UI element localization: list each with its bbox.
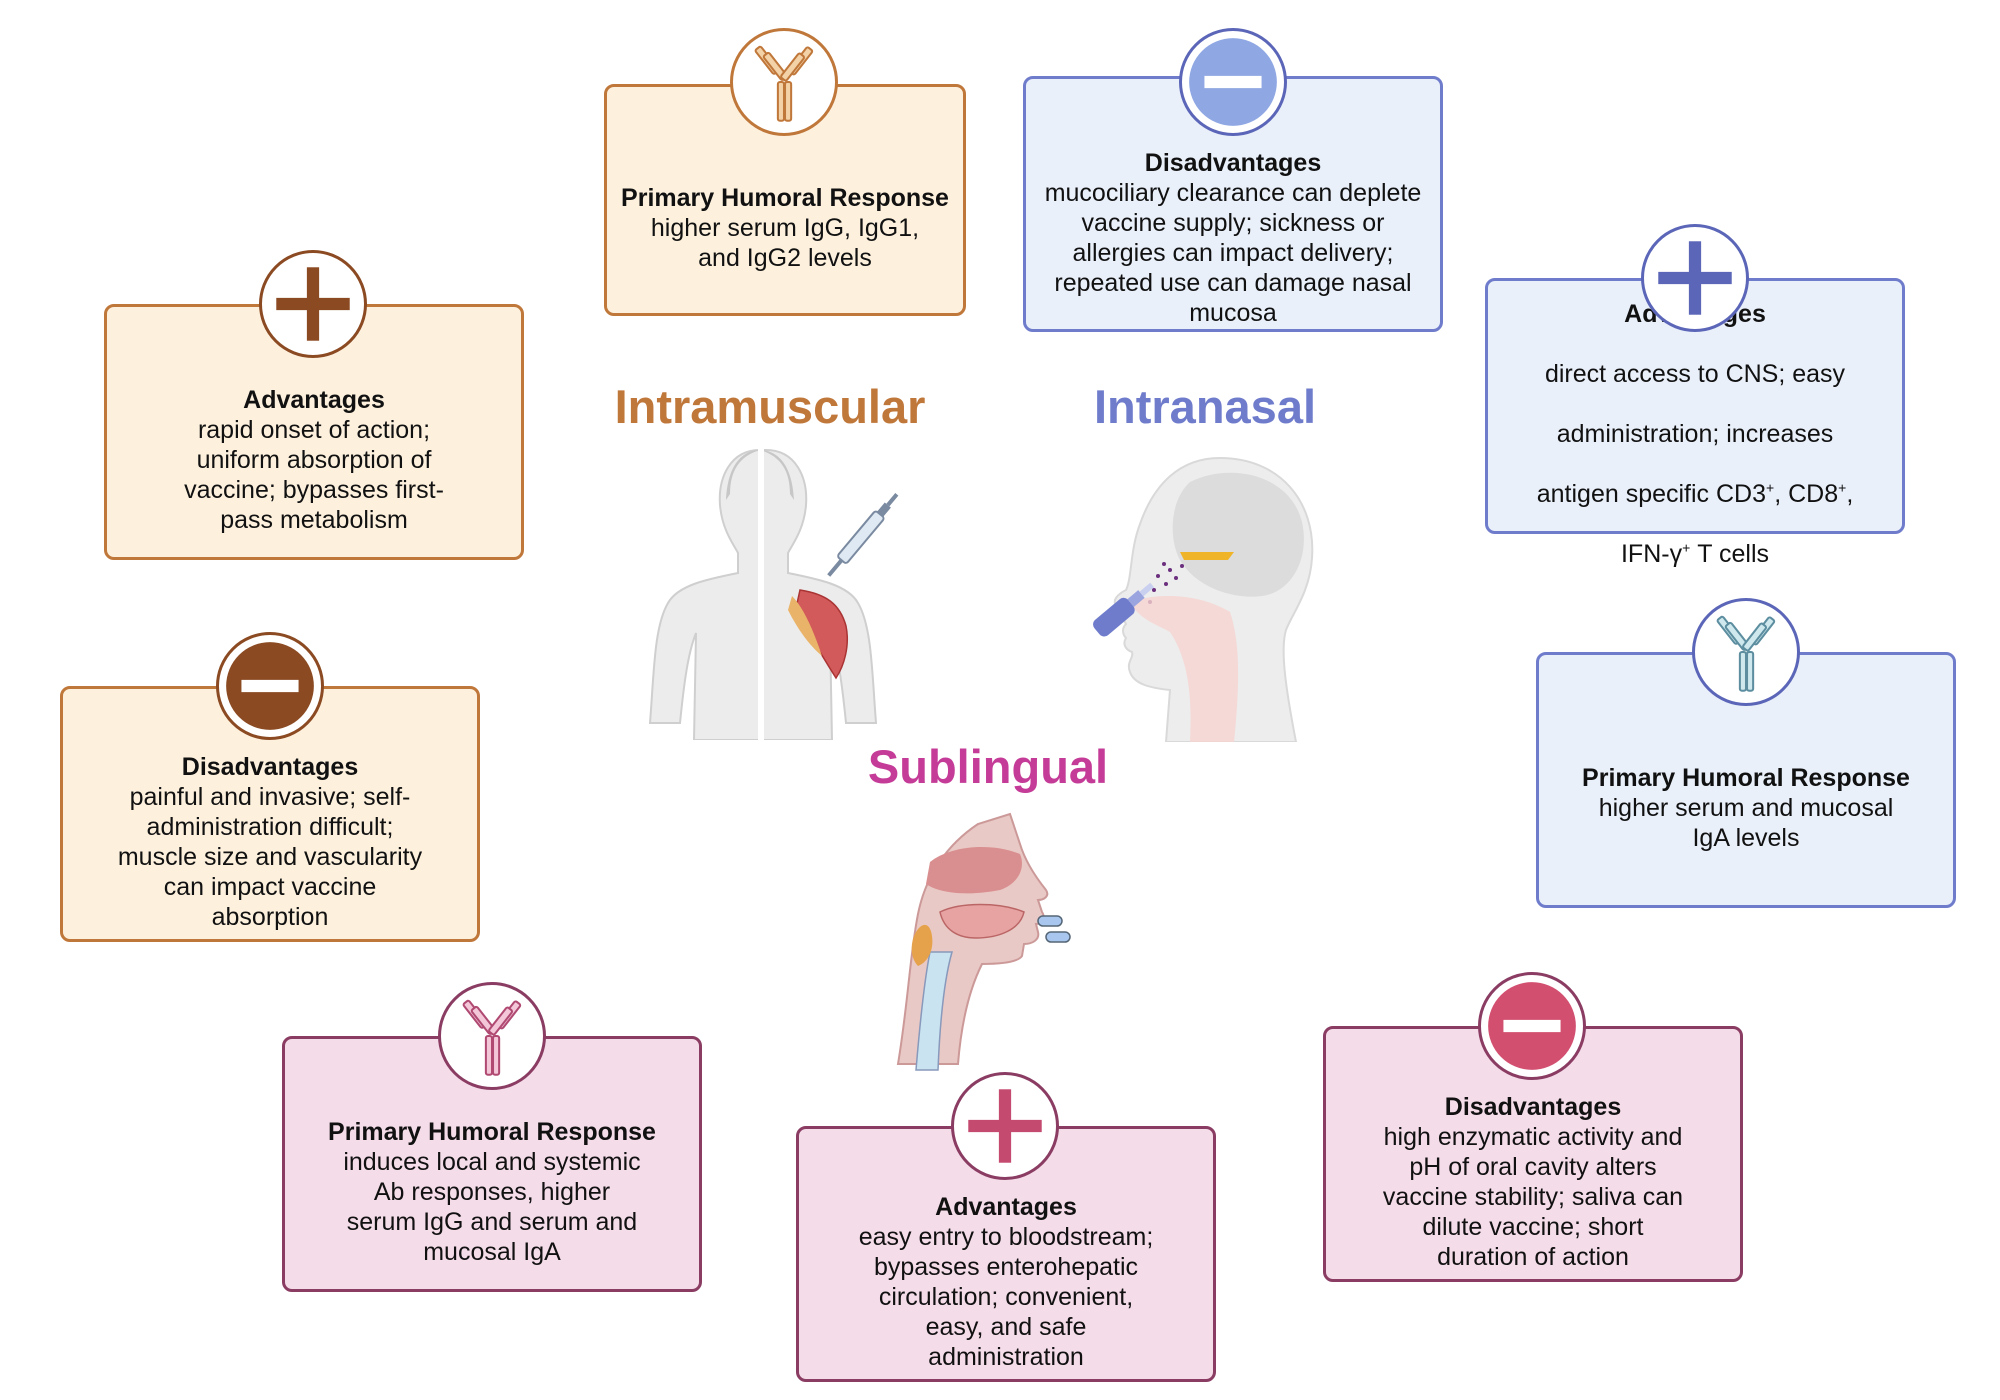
sl-advantages-text: easy entry to bloodstream; bypasses ente… — [858, 1223, 1154, 1371]
minus-icon — [1179, 28, 1287, 136]
plus-icon — [951, 1072, 1059, 1180]
im-advantages-title: Advantages — [243, 386, 385, 414]
intramuscular-body-illustration — [630, 440, 910, 741]
im-humoral-text: higher serum IgG, IgG1, and IgG2 levels — [650, 214, 920, 272]
plus-icon — [1641, 224, 1749, 332]
in-adv-sup3: + — [1682, 539, 1691, 556]
in-disadvantages-card: Disadvantages mucociliary clearance can … — [1023, 76, 1443, 332]
im-disadvantages-title: Disadvantages — [181, 753, 359, 781]
in-disadvantages-text: mucociliary clearance can deplete vaccin… — [1044, 179, 1422, 327]
minus-icon — [1478, 972, 1586, 1080]
in-adv-line3a: antigen specific CD3 — [1536, 480, 1767, 508]
in-adv-line1: direct access to CNS; easy — [1544, 360, 1846, 388]
in-adv-line2: administration; increases — [1556, 420, 1834, 448]
in-adv-line3b: , CD8 — [1774, 480, 1839, 508]
sl-disadvantages-text: high enzymatic activity and pH of oral c… — [1382, 1123, 1684, 1271]
in-advantages-text: direct access to CNS; easy administratio… — [1537, 329, 1854, 569]
route-title-sublingual: Sublingual — [867, 740, 1109, 793]
sl-disadvantages-title: Disadvantages — [1444, 1093, 1622, 1121]
sl-advantages-title: Advantages — [935, 1193, 1077, 1221]
in-adv-line4b: T cells — [1690, 540, 1770, 568]
in-adv-line4a: IFN-γ — [1620, 540, 1683, 568]
sl-humoral-text: induces local and systemic Ab responses,… — [343, 1148, 641, 1266]
sl-disadvantages-card: Disadvantages high enzymatic activity an… — [1323, 1026, 1743, 1282]
antibody-icon — [1692, 598, 1800, 706]
antibody-icon — [438, 982, 546, 1090]
intranasal-head-illustration — [1070, 452, 1330, 743]
route-title-intranasal: Intranasal — [1093, 380, 1317, 433]
im-humoral-title: Primary Humoral Response — [621, 184, 949, 212]
in-humoral-text: higher serum and mucosal IgA levels — [1598, 794, 1894, 852]
sublingual-mouth-illustration — [860, 812, 1090, 1072]
route-title-intramuscular: Intramuscular — [614, 380, 926, 433]
in-adv-sup2: + — [1838, 479, 1847, 496]
in-adv-sup1: + — [1766, 479, 1775, 496]
antibody-icon — [730, 28, 838, 136]
plus-icon — [259, 250, 367, 358]
in-humoral-title: Primary Humoral Response — [1582, 764, 1910, 792]
in-disadvantages-title: Disadvantages — [1144, 149, 1322, 177]
in-adv-line3c: , — [1846, 480, 1854, 508]
sl-humoral-title: Primary Humoral Response — [328, 1118, 656, 1146]
im-advantages-text: rapid onset of action; uniform absorptio… — [184, 416, 444, 534]
im-disadvantages-text: painful and invasive; self- administrati… — [117, 783, 423, 931]
minus-icon — [216, 632, 324, 740]
